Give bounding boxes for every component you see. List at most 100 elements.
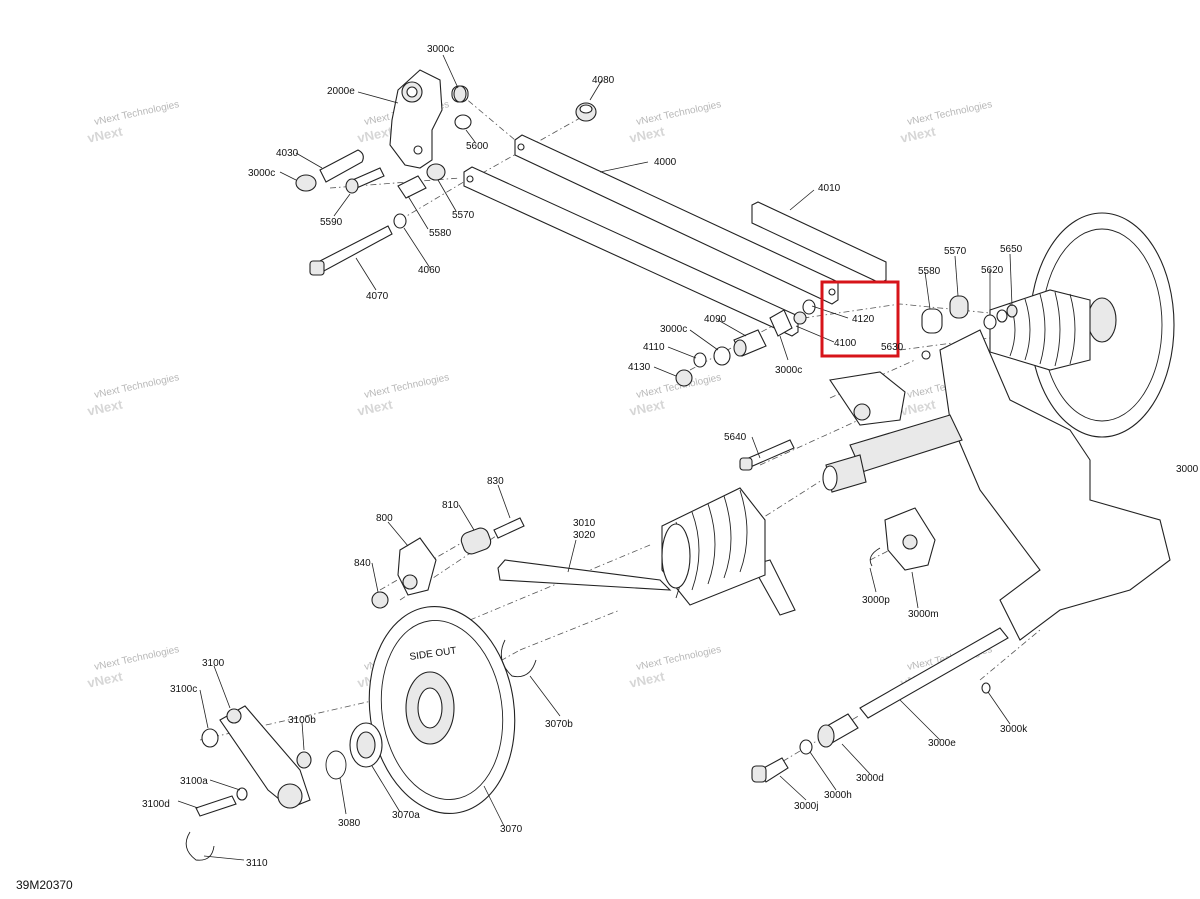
part-label[interactable]: 4060 <box>418 265 441 276</box>
watermark-text: vNext <box>899 123 937 145</box>
part-label[interactable]: 3000c <box>427 44 454 55</box>
part-label[interactable]: 2000e <box>327 86 355 97</box>
bracket-800-bore <box>402 574 418 590</box>
washer-5630 <box>921 350 931 360</box>
bar-4000-upper <box>514 134 839 305</box>
part-label[interactable]: 3070a <box>392 810 420 821</box>
part-label[interactable]: 3110 <box>246 858 268 869</box>
bolt-4100 <box>769 309 793 337</box>
nut-840 <box>371 591 389 609</box>
part-label[interactable]: 4000 <box>654 157 677 168</box>
part-label[interactable]: 3000j <box>794 801 818 812</box>
part-label[interactable]: 3080 <box>338 818 361 829</box>
clip-3110 <box>185 831 215 861</box>
part-label[interactable]: 5570 <box>944 246 967 257</box>
part-label[interactable]: 3020 <box>573 530 596 541</box>
nut-3100b <box>296 751 312 769</box>
nut-4130 <box>675 369 693 387</box>
bracket-bore-inner <box>406 86 418 98</box>
bushing-face <box>453 85 467 103</box>
washer-5620 <box>983 314 997 330</box>
part-label[interactable]: 810 <box>442 500 459 511</box>
bar-hole <box>517 143 525 151</box>
part-label[interactable]: 4090 <box>704 314 727 325</box>
rear-assembly <box>739 212 1175 783</box>
watermark-text: vNext <box>628 123 666 145</box>
part-label[interactable]: 5630 <box>881 342 904 353</box>
part-label[interactable]: 5580 <box>918 266 941 277</box>
clip-3000p <box>869 547 881 567</box>
part-label[interactable]: 4130 <box>628 362 651 373</box>
part-label[interactable]: 4120 <box>852 314 875 325</box>
watermark-text: vNext <box>356 123 394 145</box>
part-label[interactable]: 3000k <box>1000 724 1028 735</box>
part-label[interactable]: 5570 <box>452 210 475 221</box>
part-label[interactable]: 3070 <box>500 824 523 835</box>
bar-4010 <box>751 201 887 284</box>
bolt-830 <box>493 517 525 539</box>
part-label[interactable]: 4070 <box>366 291 389 302</box>
part-label[interactable]: 5650 <box>1000 244 1023 255</box>
part-label[interactable]: 5620 <box>981 265 1004 276</box>
part-label[interactable]: 3000e <box>928 738 956 749</box>
washer-4060 <box>393 213 407 229</box>
part-label[interactable]: 830 <box>487 476 504 487</box>
watermark-text: vNext <box>628 396 666 418</box>
part-label[interactable]: 3070b <box>545 719 573 730</box>
part-label[interactable]: 5640 <box>724 432 747 443</box>
link-block <box>829 371 906 426</box>
bearing-3070a-inner <box>356 731 376 759</box>
part-label[interactable]: 5580 <box>429 228 452 239</box>
part-label[interactable]: 3010 <box>573 518 596 529</box>
part-label[interactable]: 3000c <box>775 365 802 376</box>
part-label[interactable]: 800 <box>376 513 393 524</box>
part-label[interactable]: 4030 <box>276 148 299 159</box>
watermark-text: vNext Technologies <box>635 644 722 673</box>
wheel-3070-bore <box>417 687 443 729</box>
washer-3100a <box>236 787 248 801</box>
watermark-text: vNext Technologies <box>363 372 450 401</box>
bar-hole <box>828 288 836 296</box>
front-bracket-assembly <box>295 69 597 276</box>
ring-3080 <box>325 750 347 780</box>
part-label[interactable]: 4100 <box>834 338 857 349</box>
part-label[interactable]: 840 <box>354 558 371 569</box>
arm-3100-spline <box>277 783 303 809</box>
part-label[interactable]: 4080 <box>592 75 615 86</box>
part-label[interactable]: 3100 <box>202 658 225 669</box>
spacer-5580-right <box>921 308 943 334</box>
nut-5650 <box>1006 304 1018 318</box>
part-label[interactable]: 3000c <box>248 168 275 179</box>
washer-5620b <box>996 309 1008 323</box>
watermark-text: vNext Technologies <box>93 99 180 128</box>
part-label[interactable]: 5600 <box>466 141 489 152</box>
drawing-code: 39M20370 <box>16 878 73 892</box>
part-label[interactable]: 3000 <box>1176 464 1199 475</box>
bushing-3100c <box>201 728 219 748</box>
part-label[interactable]: 3100d <box>142 799 170 810</box>
part-label[interactable]: 3100a <box>180 776 208 787</box>
fitting-3000k <box>981 682 991 694</box>
spring-end-coil <box>661 523 691 589</box>
spacer-5580 <box>397 175 427 199</box>
watermark-text: vNext <box>899 396 937 418</box>
torsion-spring-assembly <box>371 487 796 616</box>
part-label[interactable]: 3000h <box>824 790 852 801</box>
part-label[interactable]: 4010 <box>818 183 841 194</box>
part-label[interactable]: 3000m <box>908 609 939 620</box>
bolt-5590-head <box>345 178 359 194</box>
part-label[interactable]: 3000c <box>660 324 687 335</box>
bushing-3000c-left <box>295 174 317 192</box>
part-labels: 3000c 2000e 4080 5600 4030 3000c 4000 55… <box>142 44 1199 869</box>
watermark-text: vNext <box>86 396 124 418</box>
part-label[interactable]: 3000d <box>856 773 884 784</box>
part-label[interactable]: 3100b <box>288 715 316 726</box>
part-label[interactable]: 4110 <box>643 342 665 353</box>
bolt-3000j-head <box>751 765 767 783</box>
part-label[interactable]: 5590 <box>320 217 343 228</box>
part-label[interactable]: 3100c <box>170 684 197 695</box>
part-label[interactable]: 3000p <box>862 595 890 606</box>
